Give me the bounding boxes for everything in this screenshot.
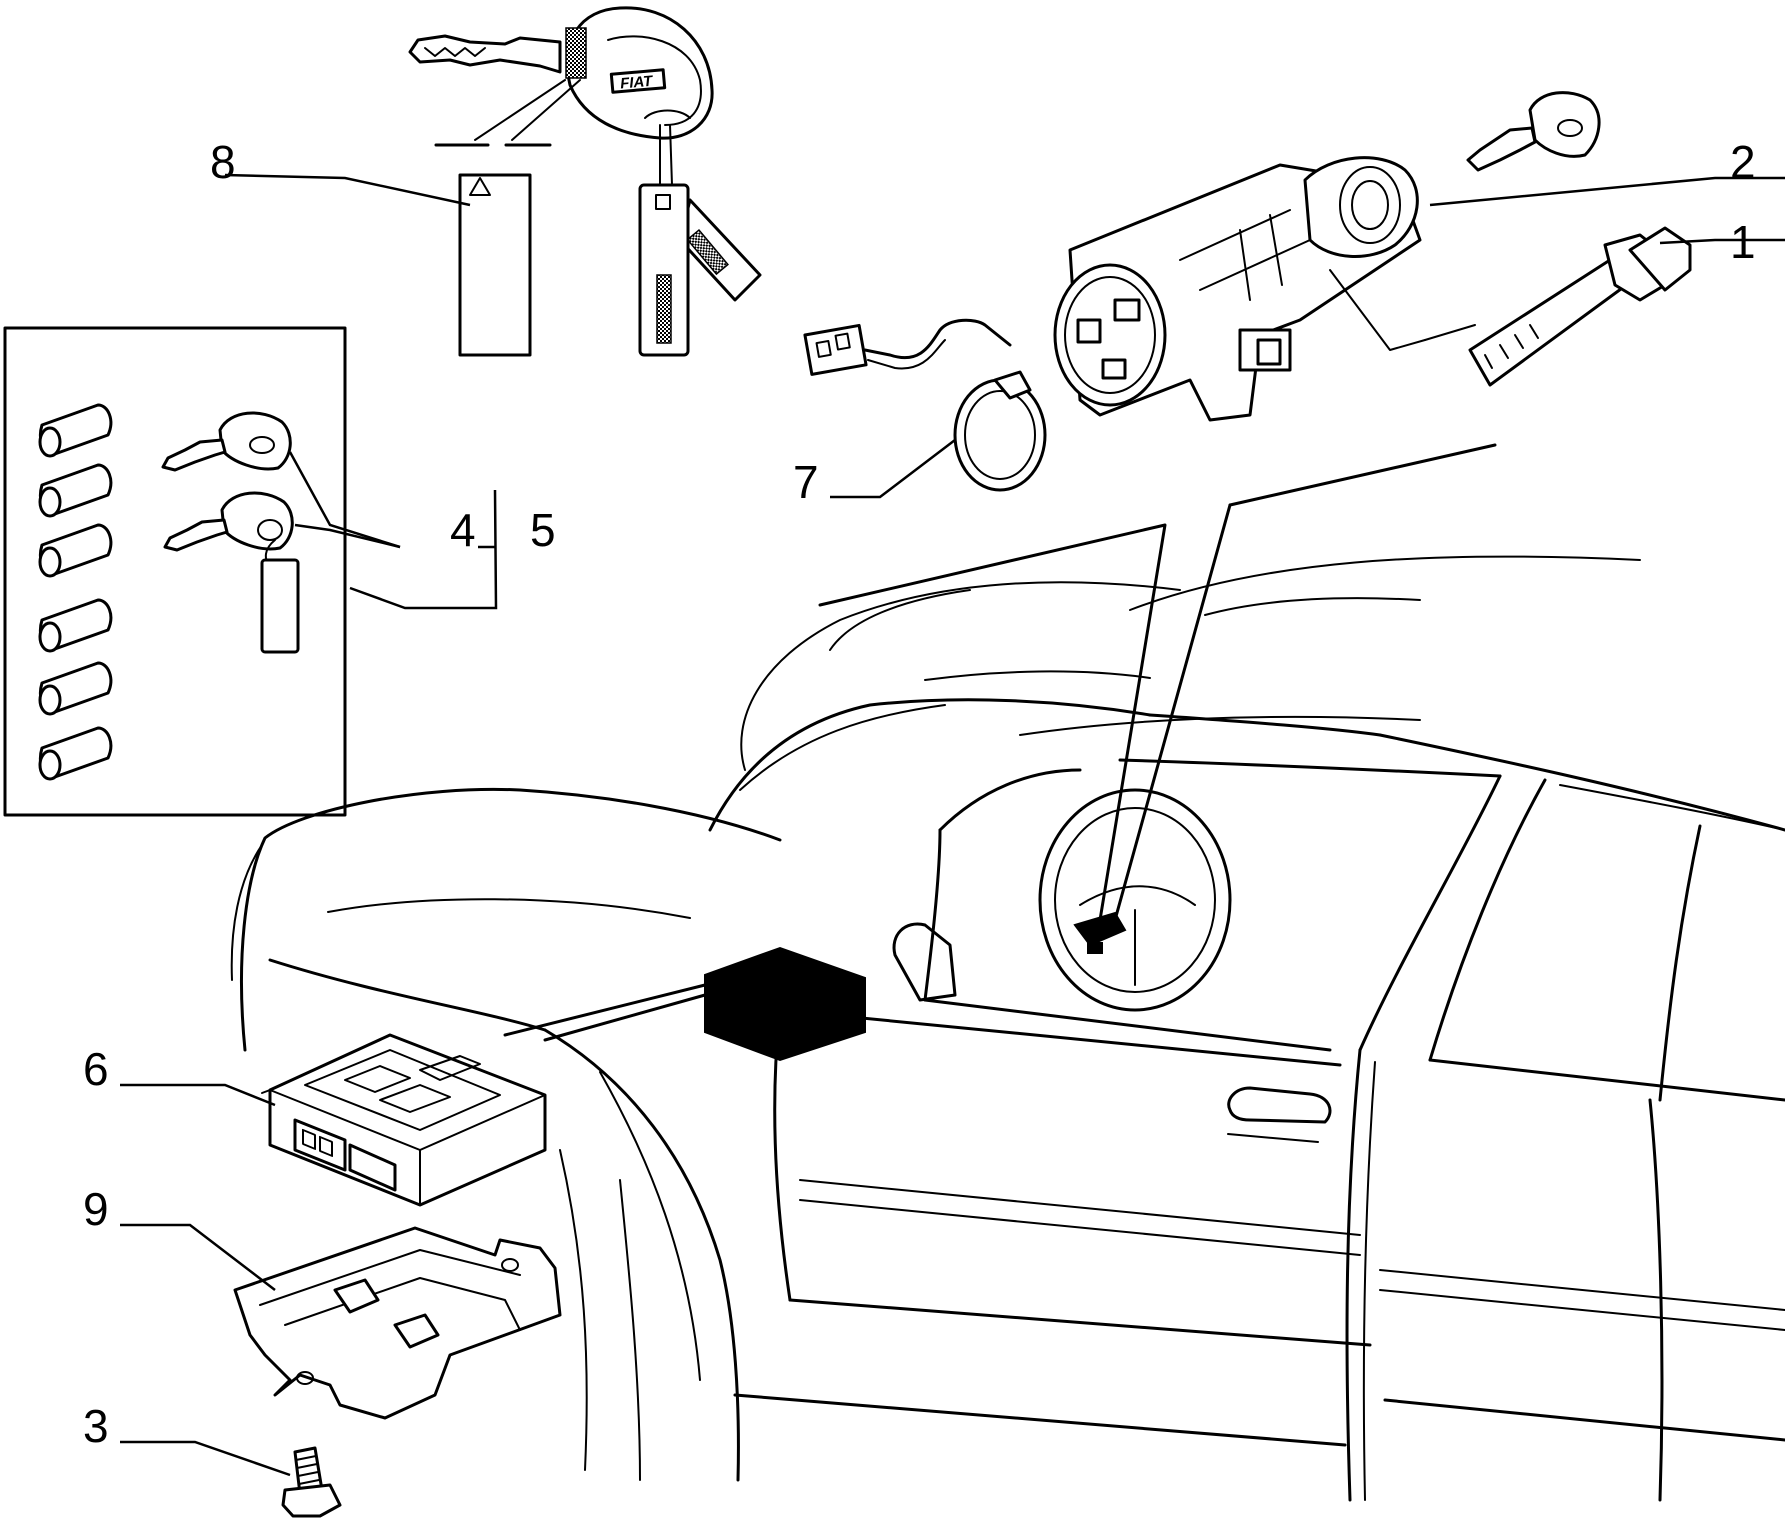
callout-3: 3 [83,1400,109,1452]
callout-9: 9 [83,1183,109,1235]
callout-7: 7 [793,456,819,508]
steering-lock-icon [1053,156,1476,422]
antenna-ring-icon [803,318,1047,492]
callout-4: 4 [450,504,476,556]
callout-2: 2 [1730,136,1756,188]
car-outline [230,555,1785,1502]
spare-key-icon [161,411,292,472]
callout-leaders [120,173,1785,1477]
callout-6: 6 [83,1043,109,1095]
master-key-icon: FIAT [408,6,714,147]
mounting-bracket-icon [233,1226,562,1420]
control-unit-icon [261,1033,547,1207]
indicator-lines [503,443,1497,1042]
key-with-tag-icon [163,491,300,654]
callout-labels: 1 2 3 4 5 6 7 8 9 [83,136,1756,1452]
screw-icon [281,1446,342,1518]
callout-1: 1 [1730,216,1756,268]
callout-8: 8 [210,136,236,188]
code-card-icon [458,173,532,357]
module-on-vehicle-icon [704,911,1127,1062]
lock-key-icon [1466,91,1601,172]
lock-cylinder-set-icon [38,403,113,781]
key-tag-icon [638,124,762,357]
shear-bolt-icon [1468,226,1692,387]
inset-panel [3,326,347,817]
callout-5: 5 [530,504,556,556]
key-logo-text: FIAT [619,73,654,93]
